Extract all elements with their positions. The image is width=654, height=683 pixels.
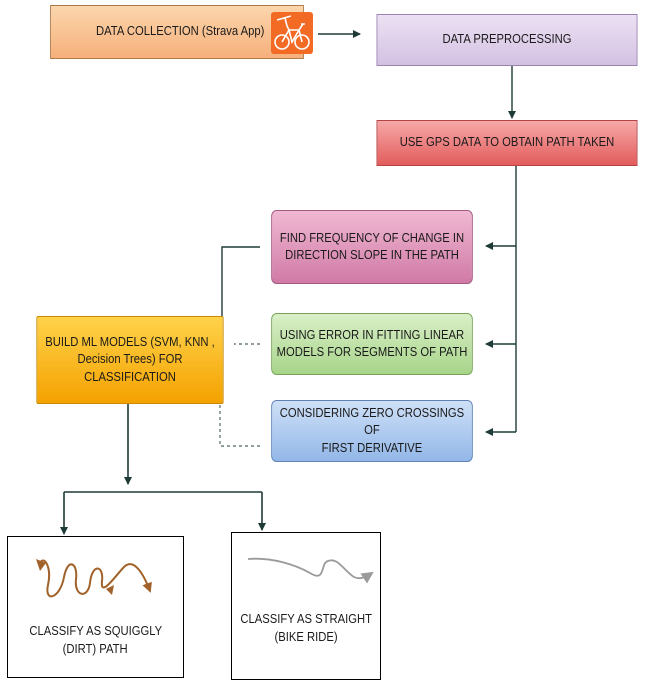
node-zero-line-1: CONSIDERING ZERO CROSSINGS OF [279,405,465,438]
curved-path-icon [247,557,374,584]
straight-label-line-1: CLASSIFY AS STRAIGHT [240,612,372,626]
node-frequency-change: FIND FREQUENCY OF CHANGE IN DIRECTION SL… [271,210,473,284]
node-data-preprocessing-label: DATA PREPROCESSING [442,32,572,47]
squiggly-label-line-1: CLASSIFY AS SQUIGGLY [29,624,162,638]
node-frequency-line-2: DIRECTION SLOPE IN THE PATH [285,248,459,262]
node-fitting-error: USING ERROR IN FITTING LINEAR MODELS FOR… [271,313,473,375]
node-classify-straight: CLASSIFY AS STRAIGHT (BIKE RIDE) [231,532,381,680]
node-error-line-1: USING ERROR IN FITTING LINEAR [279,327,465,342]
node-data-preprocessing: DATA PREPROCESSING [376,14,638,66]
node-classify-squiggly: CLASSIFY AS SQUIGGLY (DIRT) PATH [7,536,184,678]
node-ml-line-1: BUILD ML MODELS (SVM, KNN , [45,334,215,349]
node-build-ml-models: BUILD ML MODELS (SVM, KNN , Decision Tre… [36,316,224,404]
node-error-line-2: MODELS FOR SEGMENTS OF PATH [276,345,468,359]
node-data-collection-label: DATA COLLECTION (Strava App) [96,24,265,39]
strava-app-icon [271,12,313,54]
node-gps-path-label: USE GPS DATA TO OBTAIN PATH TAKEN [399,135,615,150]
squiggly-label-line-2: (DIRT) PATH [63,641,128,656]
node-zero-line-2: FIRST DERIVATIVE [321,440,423,455]
node-zero-crossings: CONSIDERING ZERO CROSSINGS OF FIRST DERI… [271,400,473,462]
node-ml-line-2: Decision Trees) FOR [77,352,183,367]
node-ml-line-3: CLASSIFICATION [84,369,176,384]
node-data-collection: DATA COLLECTION (Strava App) [50,5,304,59]
squiggly-path-icon [36,559,152,598]
node-gps-path: USE GPS DATA TO OBTAIN PATH TAKEN [376,120,638,166]
line-frequency-to-ml [221,246,260,316]
straight-label-line-2: (BIKE RIDE) [274,629,338,644]
node-frequency-line-1: FIND FREQUENCY OF CHANGE IN [279,230,465,245]
line-zero-to-ml [219,404,260,447]
